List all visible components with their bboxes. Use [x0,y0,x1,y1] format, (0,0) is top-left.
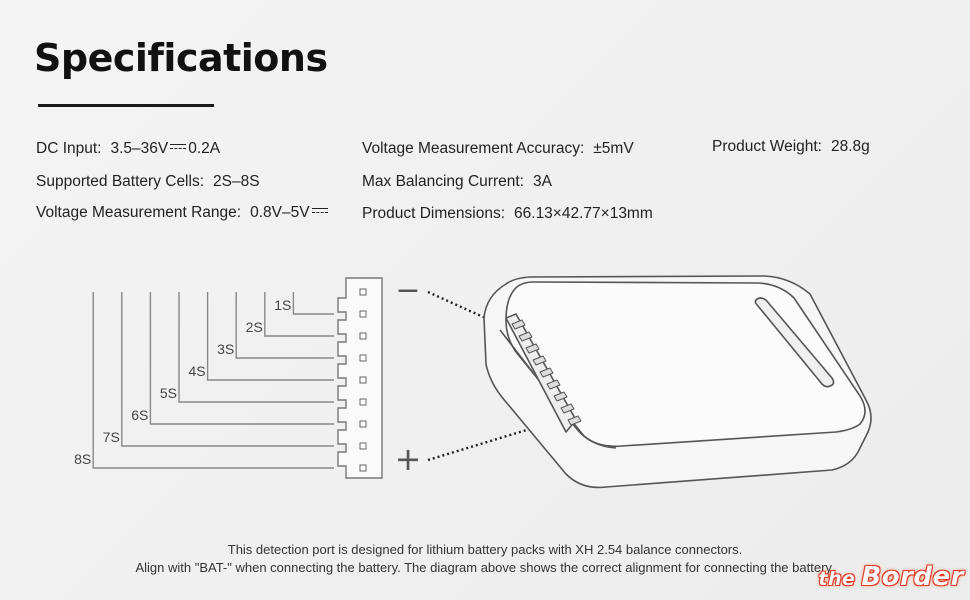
connector-pin [359,332,367,340]
device-pin [560,403,575,414]
title-underline [38,104,214,107]
spec-dc-input-value: 3.5–36V [110,140,169,157]
cell-label: 4S [188,363,205,379]
dc-symbol-icon [311,208,328,215]
spec-product-weight-label: Product Weight: [712,138,822,155]
connector-pin [359,420,367,428]
spec-balancing-current: Max Balancing Current: 3A [362,173,552,191]
device-pin [553,391,568,402]
cell-wire [121,292,334,447]
spec-voltage-accuracy: Voltage Measurement Accuracy: ±5mV [362,140,634,158]
cell-wire [206,292,334,381]
cell-label: 1S [274,297,291,313]
spec-product-weight-value: 28.8g [831,138,870,155]
spec-voltage-accuracy-label: Voltage Measurement Accuracy: [362,140,585,157]
connector-pin [359,310,367,318]
spec-balancing-current-label: Max Balancing Current: [362,173,524,190]
spec-dc-input-label: DC Input: [36,140,102,157]
spec-dimensions-label: Product Dimensions: [362,205,506,222]
dc-symbol-icon [170,144,187,151]
spec-product-weight: Product Weight: 28.8g [712,138,870,156]
balancer-device [483,275,872,489]
device-pin [532,355,547,366]
watermark-the: the [818,568,856,590]
led-light-bar [754,297,835,388]
device-pin [539,367,554,378]
connector-pin [359,354,367,362]
cell-wire [92,292,334,469]
spec-battery-cells: Supported Battery Cells: 2S–8S [36,173,260,191]
connector-pins [359,288,367,472]
spec-battery-cells-label: Supported Battery Cells: [36,173,205,190]
connector-pin [359,442,367,450]
cell-label: 8S [74,451,91,467]
cell-label: 6S [131,407,148,423]
footnote-line-1: This detection port is designed for lith… [227,542,743,557]
cell-wire [264,292,334,337]
cell-wire [235,292,334,359]
minus-symbol: − [395,273,420,308]
cell-label: 3S [217,341,234,357]
spec-voltage-accuracy-value: ±5mV [593,140,634,157]
cell-wire [149,292,334,425]
device-bevel [499,329,617,449]
cell-wire [178,292,334,403]
device-pin [511,319,526,330]
spec-balancing-current-value: 3A [532,173,552,190]
spec-dc-input-current: 0.2A [188,140,221,157]
footnote-line-2: Align with "BAT-" when connecting the ba… [135,560,835,575]
spec-dimensions-value: 66.13×42.77×13mm [514,205,653,222]
cell-label-group: 1S 2S 3S 4S 5S 6S 7S 8S [74,297,291,467]
watermark-brand: Border [861,562,964,592]
spec-voltage-range-label: Voltage Measurement Range: [36,204,242,221]
device-pin [567,415,582,426]
page-title: Specifications [34,36,328,80]
plus-symbol: + [395,440,422,478]
cell-label: 2S [246,319,263,335]
cell-wire-group [92,292,334,469]
cell-label: 7S [103,429,120,445]
device-pin [525,343,540,354]
connector-pin [359,288,367,296]
device-port-pins [511,319,582,426]
spec-voltage-range: Voltage Measurement Range: 0.8V–5V [36,204,330,222]
cell-label: 5S [160,385,177,401]
spec-dc-input: DC Input: 3.5–36V 0.2A [36,140,220,158]
spec-dimensions: Product Dimensions: 66.13×42.77×13mm [362,205,653,223]
connector-pin [359,464,367,472]
connector-pin [359,398,367,406]
device-pin [546,379,561,390]
xh-connector [337,277,383,479]
cell-wire [292,292,334,315]
connector-pin [359,376,367,384]
device-pin [518,331,533,342]
spec-voltage-range-value: 0.8V–5V [250,204,310,221]
spec-battery-cells-value: 2S–8S [213,173,260,190]
